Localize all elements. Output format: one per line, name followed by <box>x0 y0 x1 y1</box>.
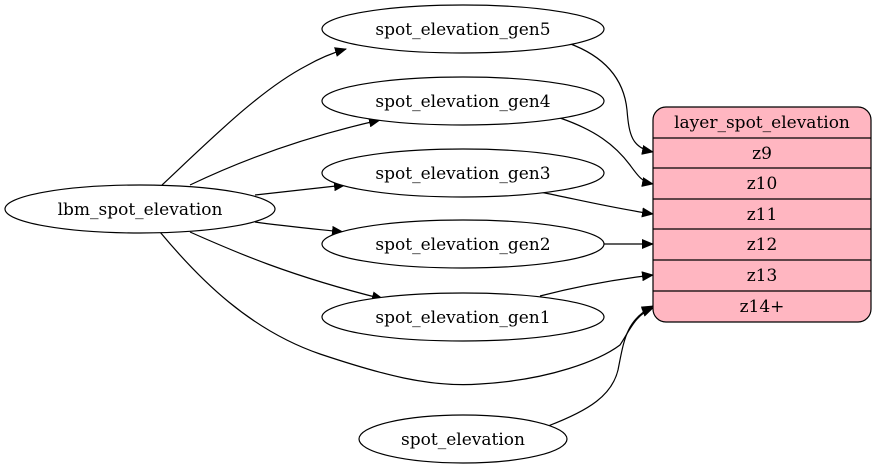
edge-lbm-to-gen4 <box>189 117 381 186</box>
record-field-z11: z11 <box>747 205 778 225</box>
node-spot-elevation-gen3: spot_elevation_gen3 <box>321 148 605 198</box>
record-field-z13: z13 <box>747 266 778 286</box>
edge-lbm-to-gen2 <box>254 221 344 236</box>
edge-gen1-to-z13 <box>539 271 654 297</box>
record-box <box>652 106 872 323</box>
node-label: spot_elevation_gen1 <box>375 308 550 328</box>
edge-lbm-to-gen5 <box>161 47 347 186</box>
edge-gen4-to-z10 <box>559 117 654 187</box>
node-label: spot_elevation_gen5 <box>375 20 550 40</box>
record-field-z9: z9 <box>752 144 772 164</box>
node-label: lbm_spot_elevation <box>58 200 223 220</box>
node-spot-elevation-gen2: spot_elevation_gen2 <box>321 219 605 269</box>
edge-gen5-to-z9 <box>567 42 654 155</box>
edge-lbm-to-gen1 <box>189 231 384 302</box>
edge-lbm-to-gen3 <box>254 181 346 196</box>
node-label: spot_elevation <box>401 430 525 450</box>
layer-spot-elevation-record: layer_spot_elevation z9 z10 z11 z12 z13 … <box>652 106 872 323</box>
edge-spot-to-z14 <box>547 305 654 427</box>
record-field-z14-plus: z14+ <box>740 297 785 317</box>
record-field-z10: z10 <box>747 174 778 194</box>
edge-lbm-to-z14 <box>159 231 654 386</box>
node-lbm-spot-elevation: lbm_spot_elevation <box>4 184 276 234</box>
node-spot-elevation: spot_elevation <box>358 414 568 464</box>
record-field-z12: z12 <box>747 235 778 255</box>
node-spot-elevation-gen1: spot_elevation_gen1 <box>321 292 605 342</box>
record-title: layer_spot_elevation <box>674 113 850 133</box>
node-label: spot_elevation_gen3 <box>375 164 550 184</box>
node-label: spot_elevation_gen2 <box>375 235 550 255</box>
node-spot-elevation-gen5: spot_elevation_gen5 <box>321 4 605 54</box>
node-label: spot_elevation_gen4 <box>375 92 550 112</box>
node-spot-elevation-gen4: spot_elevation_gen4 <box>321 76 605 126</box>
edge-gen3-to-z11 <box>539 191 654 218</box>
